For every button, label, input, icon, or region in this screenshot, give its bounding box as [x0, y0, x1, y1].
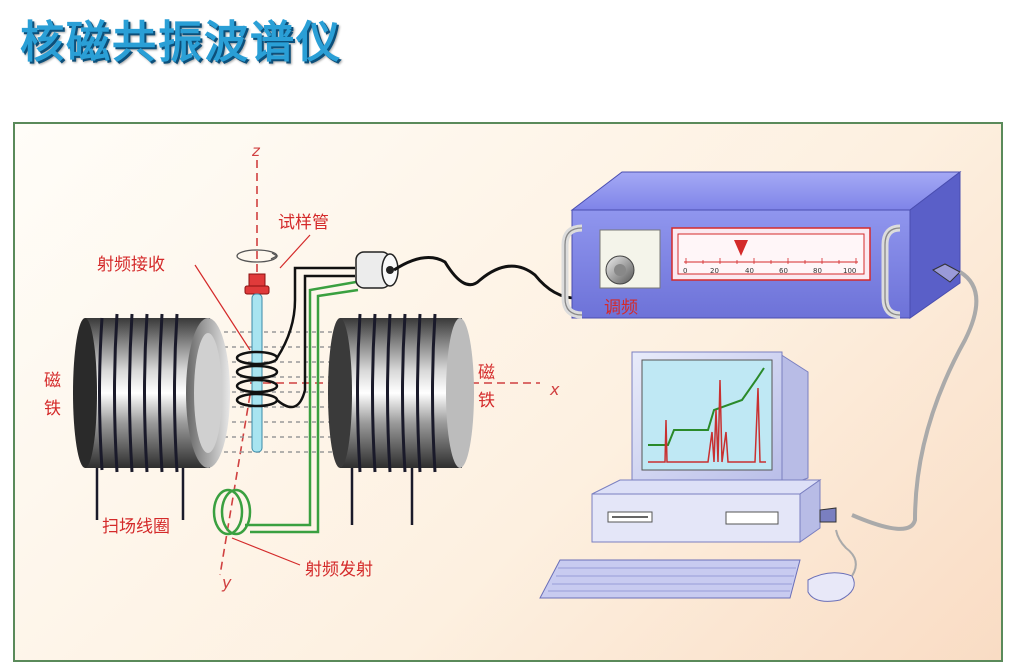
label-rf-transmit: 射频发射: [305, 560, 373, 580]
rf-transmit-coil: [212, 280, 359, 536]
coupler: [355, 251, 581, 300]
dial-tick-40: 40: [745, 267, 754, 275]
dial-tick-80: 80: [813, 267, 822, 275]
dial-tick-60: 60: [779, 267, 788, 275]
left-magnet: [73, 313, 230, 520]
spectrum-peaks: [648, 379, 766, 463]
sample-tube: [236, 249, 279, 453]
spectrum-baseline: [648, 367, 765, 446]
right-magnet-coil: [356, 313, 437, 473]
label-magnet-right-1: 磁: [478, 363, 495, 383]
left-magnet-coil: [98, 313, 179, 473]
label-magnet-left-1: 磁: [44, 371, 61, 391]
dial-pointer: [734, 240, 748, 256]
label-magnet-right-2: 铁: [478, 391, 495, 411]
dial-tick-0: 0: [683, 267, 687, 275]
axis-z-label: z: [251, 142, 261, 160]
page-title: 核磁共振波谱仪: [20, 17, 342, 68]
mouse: [807, 572, 855, 602]
dial-tick-20: 20: [710, 267, 719, 275]
cd-drive: [725, 511, 779, 525]
label-magnet-left-2: 铁: [44, 399, 61, 419]
label-sweep-coil: 扫场线圈: [102, 517, 170, 537]
label-sample-tube: 试样管: [278, 213, 329, 233]
dial-tick-100: 100: [843, 267, 856, 275]
label-tuning: 调频: [604, 298, 638, 318]
keyboard: [539, 559, 801, 599]
instrument-cable: [851, 270, 979, 531]
computer: [539, 351, 857, 602]
axis-y-label: y: [221, 573, 232, 592]
leader-lines: [194, 234, 311, 566]
monitor-screen: [641, 359, 773, 471]
label-rf-receive: 射频接收: [97, 255, 165, 275]
right-magnet: [328, 313, 474, 525]
y-axis: [219, 394, 251, 576]
rf-receive-coil: [235, 266, 355, 409]
axis-x-label: x: [549, 380, 560, 399]
tuning-instrument: 0 20 40 60 80 100: [561, 170, 962, 319]
